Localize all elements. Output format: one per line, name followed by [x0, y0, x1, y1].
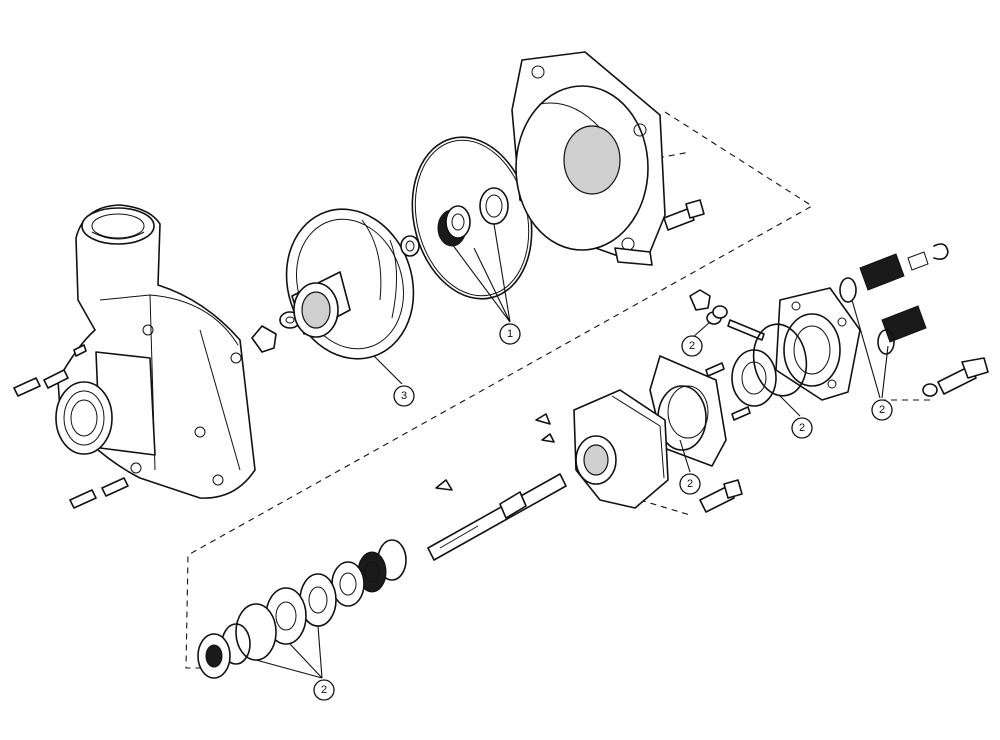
cap-screw: [922, 357, 989, 397]
impeller: [285, 208, 415, 360]
shaft-seal-stack: [197, 539, 407, 679]
seal-plate-bracket: [511, 51, 666, 266]
callout-1: 1: [499, 323, 521, 345]
gear-rotor: [731, 323, 808, 407]
pump-casing: [55, 204, 256, 499]
callout-2-plugs: 2: [871, 399, 893, 421]
casing-studs: [13, 344, 129, 509]
gasket-port-plate: [649, 355, 727, 467]
callout-3-label: 3: [401, 390, 407, 402]
dowel-pins: [705, 362, 751, 421]
bearing-cover: [775, 287, 861, 401]
callout-2-bearing-label: 2: [799, 422, 805, 434]
pump-housing: [573, 389, 669, 509]
washer: [400, 235, 420, 257]
bracket-bolt: [663, 199, 705, 231]
callout-2-bearing: 2: [791, 417, 813, 439]
callout-3: 3: [393, 385, 415, 407]
mechanical-seal: [437, 187, 509, 247]
shaft-keys: [435, 413, 555, 491]
callout-2-plugs-label: 2: [879, 404, 885, 416]
housing-bolt: [699, 479, 743, 513]
assembly-guide-lines: [185, 111, 935, 669]
callout-2-seals-label: 2: [321, 684, 327, 696]
impeller-nut-washer: [251, 311, 301, 353]
callout-2-seals: 2: [313, 679, 335, 701]
callout-leaders: [255, 223, 889, 679]
callout-2-gasket: 2: [679, 473, 701, 495]
callout-2-bolt-label: 2: [689, 340, 695, 352]
relief-plugs: [839, 243, 949, 355]
bolt-nut-washer: [689, 289, 765, 341]
callout-2-bolt: 2: [681, 335, 703, 357]
callout-2-gasket-label: 2: [687, 478, 693, 490]
drive-shaft: [427, 473, 567, 561]
callout-1-label: 1: [507, 328, 513, 340]
